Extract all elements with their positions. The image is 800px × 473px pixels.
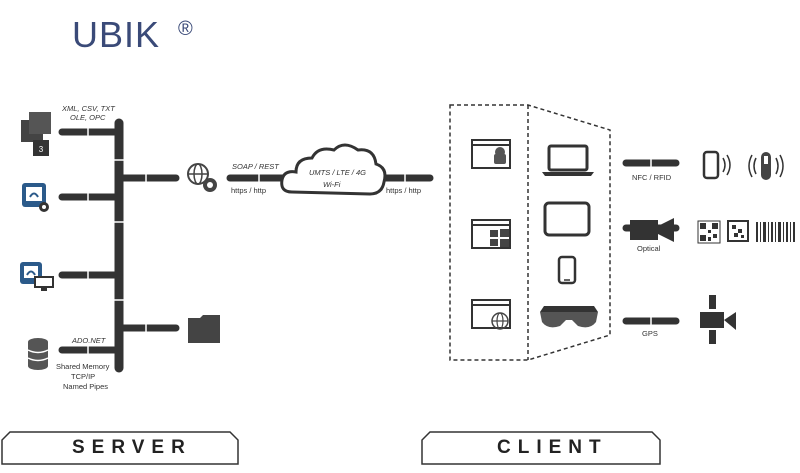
- formats-line1: XML, CSV, TXT: [62, 104, 115, 113]
- qr-code-icon: [697, 220, 721, 244]
- phone-nfc-icon: [702, 150, 731, 180]
- shared-memory-label: Shared Memory: [56, 362, 110, 371]
- registered-mark: ®: [178, 18, 193, 40]
- tablet-icon: [543, 201, 591, 237]
- client-banner: [421, 431, 661, 465]
- android-window-icon: [471, 139, 511, 169]
- rfid-tag-icon: [748, 152, 784, 180]
- camera-icon: [630, 218, 674, 242]
- soap-label: SOAP / REST: [232, 162, 279, 171]
- optical-label: Optical: [637, 244, 661, 253]
- client-banner-text: CLIENT: [497, 437, 608, 458]
- svg-text:3: 3: [39, 145, 44, 154]
- named-pipes-label: Named Pipes: [63, 382, 109, 391]
- cloud-shape: [280, 143, 387, 196]
- ubik-logo: UBIK: [72, 14, 161, 55]
- datamatrix-icon: [727, 220, 749, 242]
- barcode-icon: [756, 222, 795, 242]
- smartphone-icon: [557, 255, 577, 285]
- server-backbone: [58, 118, 680, 373]
- https-left-label: https / http: [231, 186, 267, 195]
- window-stack-icon: 3: [21, 112, 51, 156]
- globe-gear-icon: [187, 163, 217, 192]
- client-device-box: [449, 104, 611, 361]
- settings-device-icon: [22, 183, 49, 212]
- ado-label: ADO.NET: [72, 336, 106, 345]
- monitor-device-icon: [20, 262, 54, 291]
- nfc-label: NFC / RFID: [632, 173, 672, 182]
- gps-label: GPS: [642, 329, 658, 338]
- smartglasses-icon: [540, 306, 598, 328]
- server-banner: [1, 431, 239, 465]
- https-right-label: https / http: [386, 186, 422, 195]
- windows-window-icon: [471, 219, 511, 249]
- web-window-icon: [471, 299, 511, 330]
- formats-line2: OLE, OPC: [70, 113, 106, 122]
- folder-icon: [188, 315, 220, 343]
- server-banner-text: SERVER: [72, 437, 192, 458]
- database-icon: [27, 338, 49, 370]
- tcpip-label: TCP/IP: [71, 372, 96, 381]
- cloud-line2-label: Wi-Fi: [323, 180, 341, 189]
- laptop-icon: [542, 144, 594, 176]
- cloud-line1-label: UMTS / LTE / 4G: [309, 168, 366, 177]
- satellite-icon: [700, 295, 736, 344]
